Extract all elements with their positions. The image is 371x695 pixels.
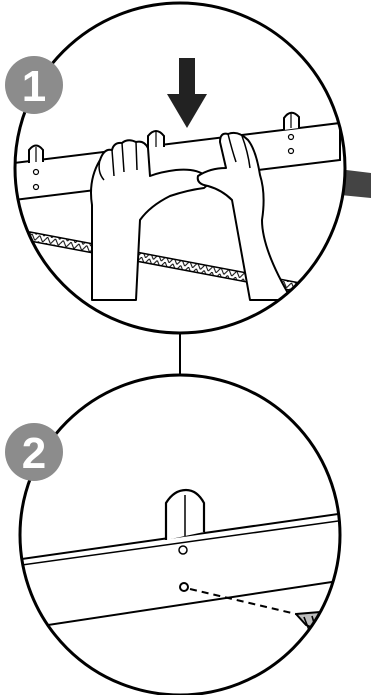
rail-hole — [289, 135, 294, 140]
rail-hole — [34, 170, 39, 175]
tab — [166, 490, 204, 540]
tab-left — [29, 146, 43, 164]
step-2-panel — [15, 375, 371, 695]
step-2-number: 2 — [22, 429, 46, 478]
step-2-badge: 2 — [5, 423, 63, 481]
rail-hole — [34, 185, 39, 190]
step-1-panel — [14, 3, 345, 333]
tab-right — [284, 113, 299, 130]
tab-middle — [148, 131, 164, 149]
rail-hole — [289, 149, 294, 154]
step-1-badge: 1 — [5, 56, 63, 114]
rail-hole — [179, 546, 187, 554]
screw-hole — [180, 583, 188, 591]
step-1-number: 1 — [22, 62, 46, 111]
